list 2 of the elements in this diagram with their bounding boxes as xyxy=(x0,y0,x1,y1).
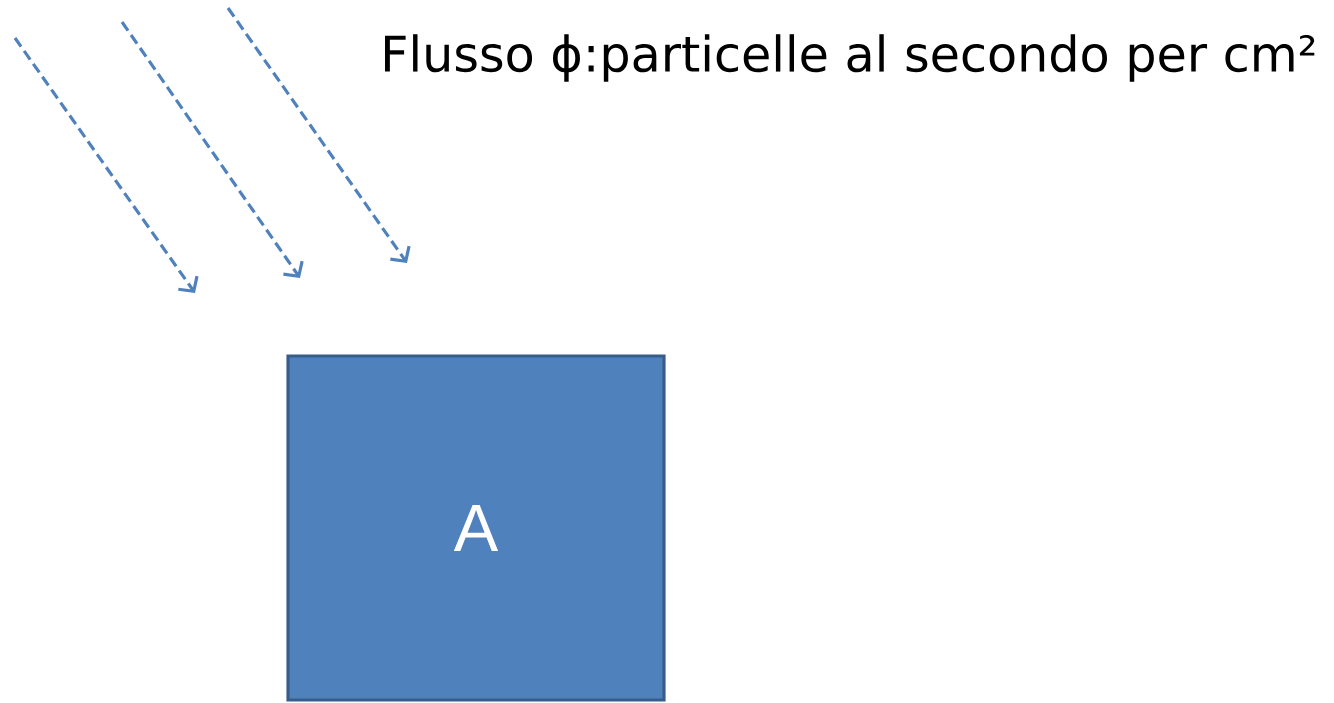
square-box: A xyxy=(286,354,666,702)
annotation-text: Flusso ϕ:particelle al secondo per cm² xyxy=(385,34,1315,82)
